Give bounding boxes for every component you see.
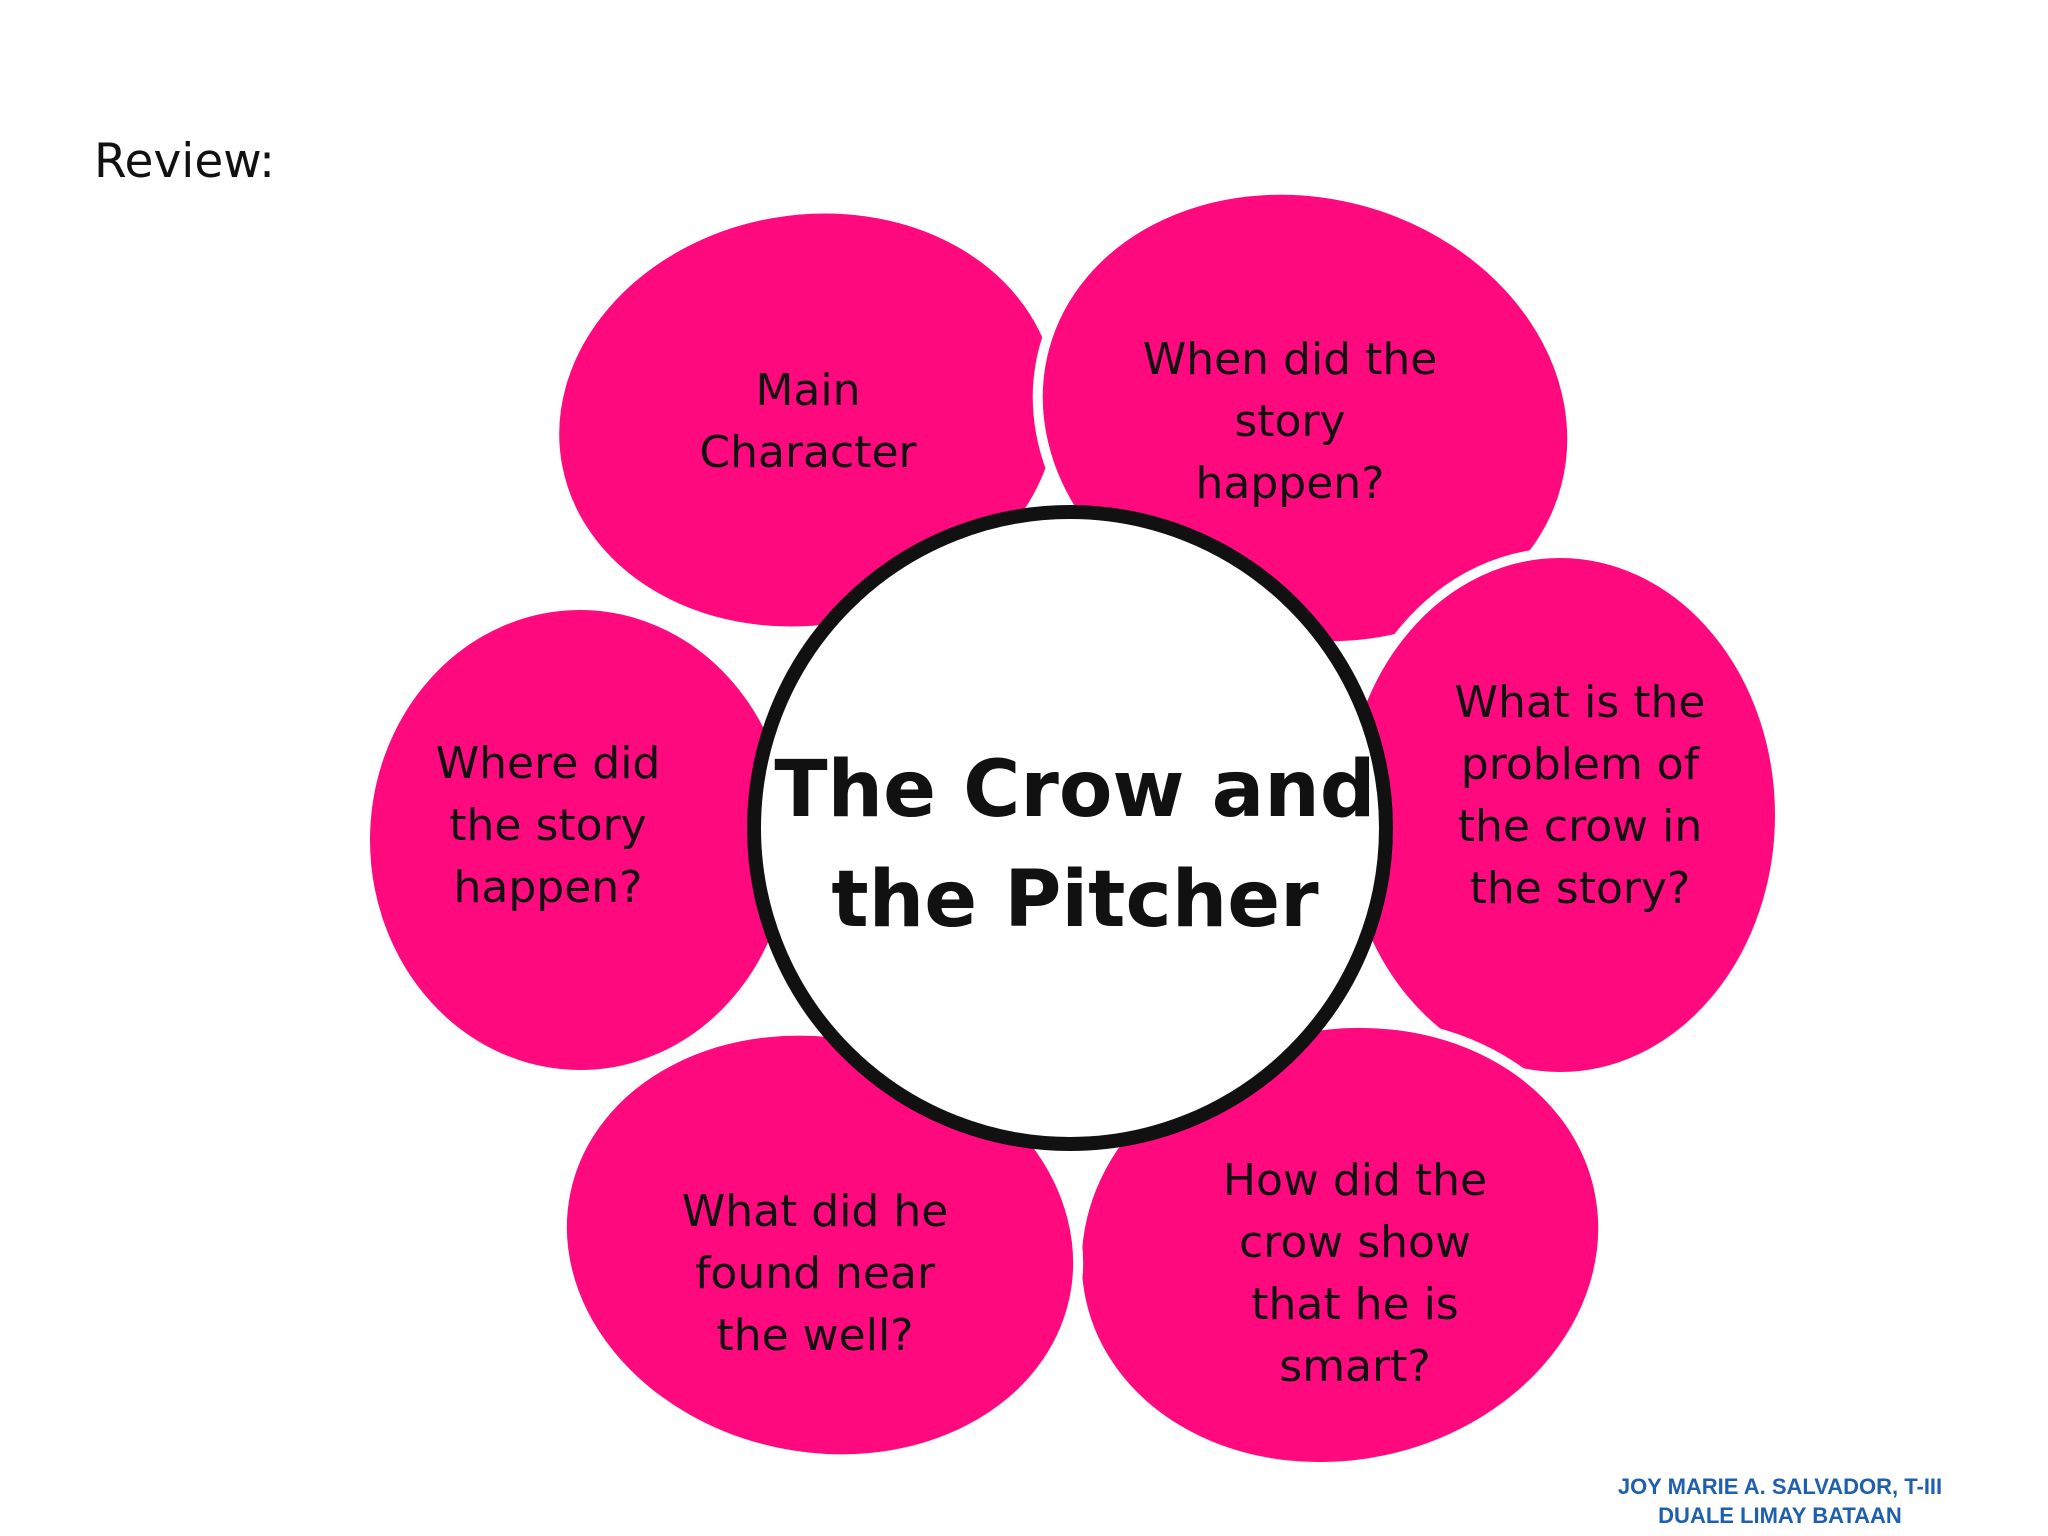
petal-label-main-character: Main Character bbox=[699, 365, 917, 478]
petal-group bbox=[360, 184, 1785, 1473]
author-credit: JOY MARIE A. SALVADOR, T-III DUALE LIMAY… bbox=[1560, 1472, 2000, 1530]
petal-label-how-smart: How did the crow show that he is smart? bbox=[1222, 1155, 1488, 1392]
review-heading: Review: bbox=[94, 134, 275, 189]
petal-label-problem: What is the problem of the crow in the s… bbox=[1454, 677, 1706, 914]
petal-label-what-found: What did he found near the well? bbox=[681, 1186, 949, 1361]
center-circle bbox=[747, 505, 1393, 1151]
petal-label-when: When did the story happen? bbox=[1142, 334, 1438, 509]
credit-name: JOY MARIE A. SALVADOR, T-III bbox=[1617, 1474, 1943, 1499]
petal-label-where: Where did the story happen? bbox=[435, 738, 661, 913]
center-title: The Crow and the Pitcher bbox=[774, 745, 1376, 945]
credit-school: DUALE LIMAY BATAAN bbox=[1658, 1503, 1902, 1528]
